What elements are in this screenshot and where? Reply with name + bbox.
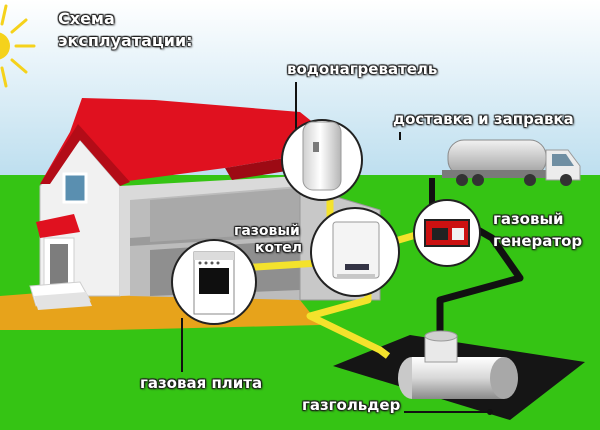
underground-pipe bbox=[436, 226, 524, 340]
generator-label-line2: генератор bbox=[493, 232, 583, 250]
water-heater-label: водонагреватель bbox=[287, 60, 438, 78]
gas-truck bbox=[442, 139, 581, 186]
delivery-label: доставка и заправка bbox=[393, 110, 574, 128]
gasholder-leader-dot bbox=[487, 409, 493, 415]
leader-lines bbox=[181, 82, 490, 413]
scheme-title-line2: эксплуатации: bbox=[58, 31, 193, 50]
stove-label: газовая плита bbox=[140, 374, 263, 392]
boiler-callout bbox=[310, 207, 400, 297]
boiler-label-line2: котел bbox=[255, 240, 302, 256]
water-heater-callout bbox=[281, 119, 363, 201]
gasholder-label: газгольдер bbox=[302, 396, 401, 414]
generator-label-line1: газовый bbox=[493, 210, 564, 228]
sun-icon bbox=[0, 4, 36, 88]
scheme-title-line1: Схема bbox=[58, 9, 115, 28]
gasholder-tank bbox=[398, 330, 518, 399]
stove-callout bbox=[171, 239, 257, 325]
roof bbox=[40, 98, 345, 184]
generator-callout bbox=[413, 199, 481, 267]
boiler-label-line1: газовый bbox=[234, 223, 300, 239]
